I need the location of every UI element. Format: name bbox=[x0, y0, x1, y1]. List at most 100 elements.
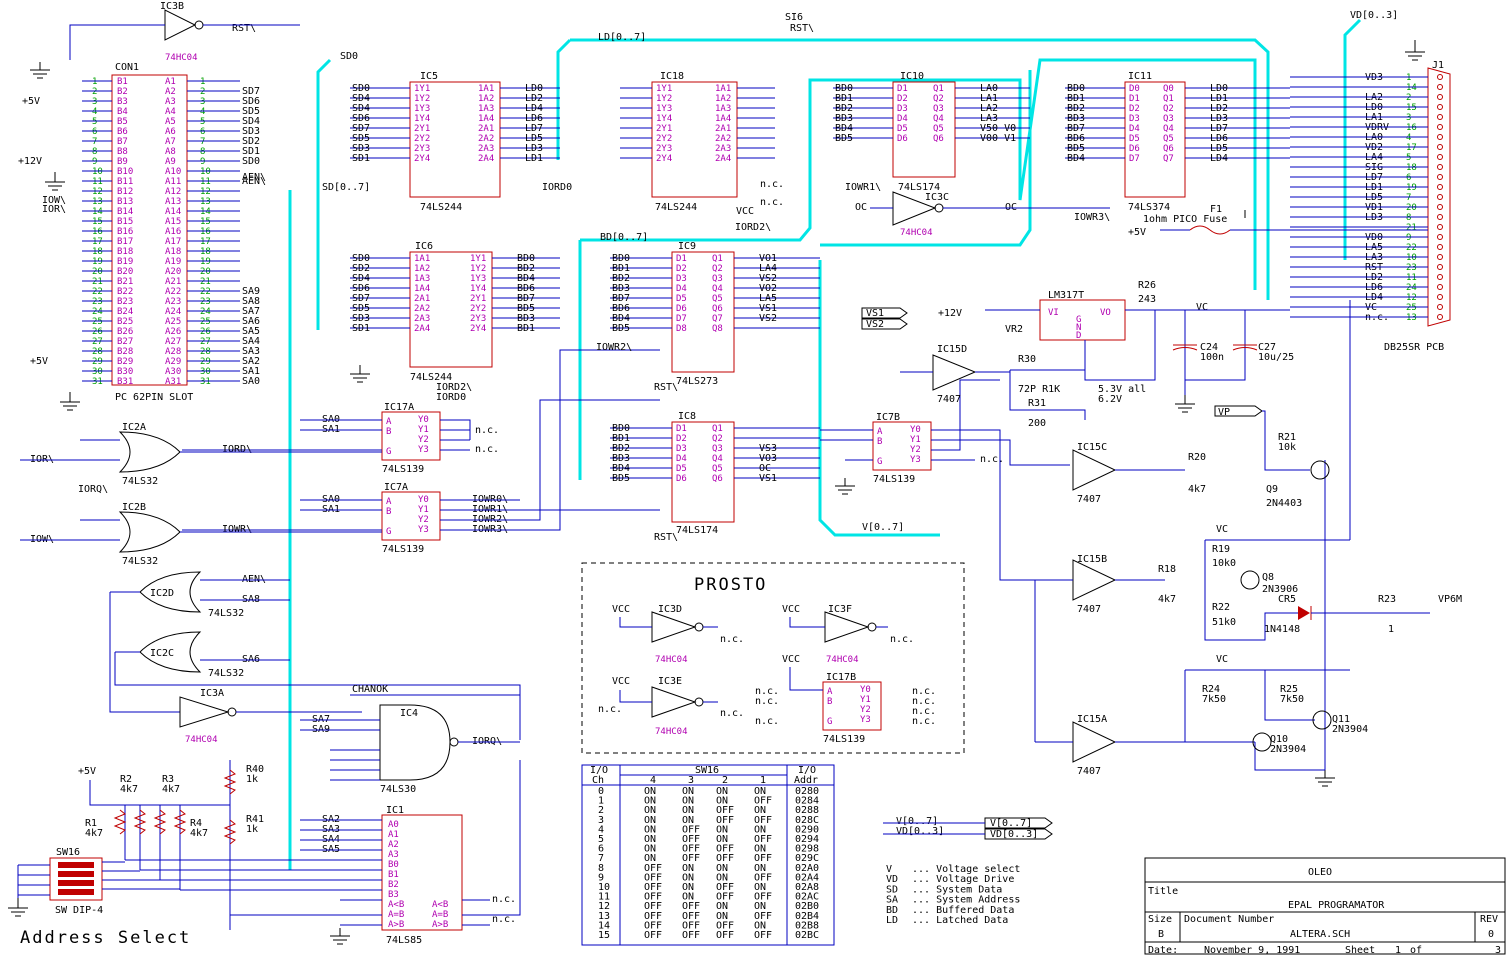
iowr2-label-b: IOWR2\ bbox=[596, 342, 632, 353]
ground-icon bbox=[30, 62, 50, 79]
ic2a-ref: IC2A bbox=[122, 422, 146, 433]
input-net: SD1 bbox=[352, 323, 370, 334]
io-table-cell: ON bbox=[754, 786, 766, 797]
io-table-cell: ON bbox=[682, 882, 694, 893]
ic3f-ref: IC3F bbox=[828, 604, 852, 615]
pin-name: Q1 bbox=[1163, 94, 1174, 104]
con1-b-pin: B4 bbox=[117, 107, 128, 117]
pin-name: D5 bbox=[1129, 134, 1140, 144]
q10-transistor-icon bbox=[1252, 732, 1272, 752]
j1-pin-num: 1 bbox=[1406, 73, 1411, 83]
vc-label-c: VC bbox=[1216, 654, 1228, 665]
sd0-label: SD0 bbox=[340, 51, 358, 62]
prosto-section: PROSTO IC3D 74HC04 IC3E 74HC04 IC3F 74HC… bbox=[581, 562, 965, 754]
vcc-label: VCC bbox=[612, 676, 630, 687]
pin-name: D5 bbox=[676, 464, 687, 474]
con1-b-pin: B17 bbox=[117, 237, 133, 247]
io-table-cell: OFF bbox=[682, 911, 700, 922]
sw16-lever-1[interactable] bbox=[58, 862, 94, 868]
j1-value: DB25SR PCB bbox=[1384, 342, 1444, 353]
con1-a-pin: A31 bbox=[165, 377, 181, 387]
pin-name: Q1 bbox=[712, 254, 723, 264]
con1-net-label: SA8 bbox=[242, 296, 260, 307]
lm317-body bbox=[1039, 299, 1126, 341]
io-table-cell: 02A4 bbox=[795, 872, 819, 883]
vcc-label: VCC bbox=[782, 604, 800, 615]
ic18-body bbox=[651, 81, 738, 198]
ground-icon bbox=[8, 898, 28, 917]
vs2-port-label: VS2 bbox=[866, 319, 884, 330]
con1-b-num: 5 bbox=[92, 117, 97, 127]
con1-b-num: 13 bbox=[92, 197, 103, 207]
io-table-addr-label: Addr bbox=[794, 775, 818, 786]
ic7a-ref: IC7A bbox=[384, 482, 408, 493]
output-net: LD4 bbox=[525, 103, 543, 114]
io-table-cell: 02B0 bbox=[795, 901, 819, 912]
io-table-cell: 14 bbox=[598, 920, 610, 931]
output-net: LD4 bbox=[1210, 153, 1228, 164]
j1-contact-icon bbox=[1437, 314, 1443, 320]
pin-a: A bbox=[386, 497, 392, 507]
r25-ref: R25 bbox=[1280, 684, 1298, 695]
j1-contact-icon bbox=[1437, 204, 1443, 210]
sd-bus bbox=[316, 58, 332, 330]
con1-b-num: 7 bbox=[92, 137, 97, 147]
con1-b-num: 21 bbox=[92, 277, 103, 287]
j1-contact-icon bbox=[1437, 244, 1443, 250]
prosto-box bbox=[581, 562, 965, 754]
con1-a-pin: A10 bbox=[165, 167, 181, 177]
ic17a-ref: IC17A bbox=[384, 402, 414, 413]
pin-y3: Y3 bbox=[860, 715, 871, 725]
output-net: LD2 bbox=[1210, 103, 1228, 114]
r21-ref: R21 bbox=[1278, 432, 1296, 443]
con1-net-label: SA0 bbox=[242, 376, 260, 387]
output-net: LD7 bbox=[1210, 123, 1228, 134]
bd-bus bbox=[578, 58, 1257, 480]
r4-value: 4k7 bbox=[190, 828, 208, 839]
con1-net-label: SD2 bbox=[242, 136, 260, 147]
sw16-ref: SW16 bbox=[56, 847, 80, 858]
legend-key: BD bbox=[886, 905, 898, 916]
prosto-wire bbox=[619, 617, 888, 703]
input-net: SD5 bbox=[352, 133, 370, 144]
r41-value: 1k bbox=[246, 824, 258, 835]
ic1-ref: IC1 bbox=[386, 805, 404, 816]
sw16-value: SW DIP-4 bbox=[55, 905, 103, 916]
ic15c-ref: IC15C bbox=[1077, 442, 1107, 453]
pin-name: D2 bbox=[676, 434, 687, 444]
iord2-label: IORD2\ bbox=[436, 382, 472, 393]
io-table-cell: ON bbox=[716, 796, 728, 807]
sheet-label: Sheet bbox=[1345, 945, 1375, 955]
pin-a: A bbox=[877, 427, 883, 437]
con1-a-num: 9 bbox=[200, 157, 205, 167]
rev-value: 0 bbox=[1488, 929, 1494, 940]
sw16-lever-3[interactable] bbox=[58, 880, 94, 886]
pin-vo: VO bbox=[1100, 308, 1111, 318]
pin-name: 2A4 bbox=[715, 154, 731, 164]
nc-label: n.c. bbox=[755, 686, 779, 697]
inverter-symbol bbox=[651, 686, 697, 718]
output-net: LD1 bbox=[525, 153, 543, 164]
con1-a-num: 13 bbox=[200, 197, 211, 207]
r18-ref: R18 bbox=[1158, 564, 1176, 575]
pin-name: 2A1 bbox=[414, 294, 430, 304]
pin-name: D6 bbox=[1129, 144, 1140, 154]
io-table-cell: ON bbox=[682, 872, 694, 883]
ground-icon bbox=[1315, 770, 1335, 787]
io-table-cell: ON bbox=[682, 815, 694, 826]
pin-name: Q3 bbox=[1163, 114, 1174, 124]
sw16-lever-4[interactable] bbox=[58, 889, 94, 895]
con1-a-num: 28 bbox=[200, 347, 211, 357]
pin-g: G bbox=[827, 717, 832, 727]
pin-name: 1Y4 bbox=[470, 284, 486, 294]
legend-key: SD bbox=[886, 884, 898, 895]
pin-name: 2Y1 bbox=[656, 124, 672, 134]
r24-ref: R24 bbox=[1202, 684, 1220, 695]
q8-transistor-icon bbox=[1240, 570, 1260, 590]
con1-a-num: 15 bbox=[200, 217, 211, 227]
sw16-lever-2[interactable] bbox=[58, 871, 94, 877]
ic1-value: 74LS85 bbox=[386, 935, 422, 946]
input-net: SD0 bbox=[352, 83, 370, 94]
nc-label: n.c. bbox=[912, 706, 936, 717]
ground-icon bbox=[45, 172, 65, 191]
